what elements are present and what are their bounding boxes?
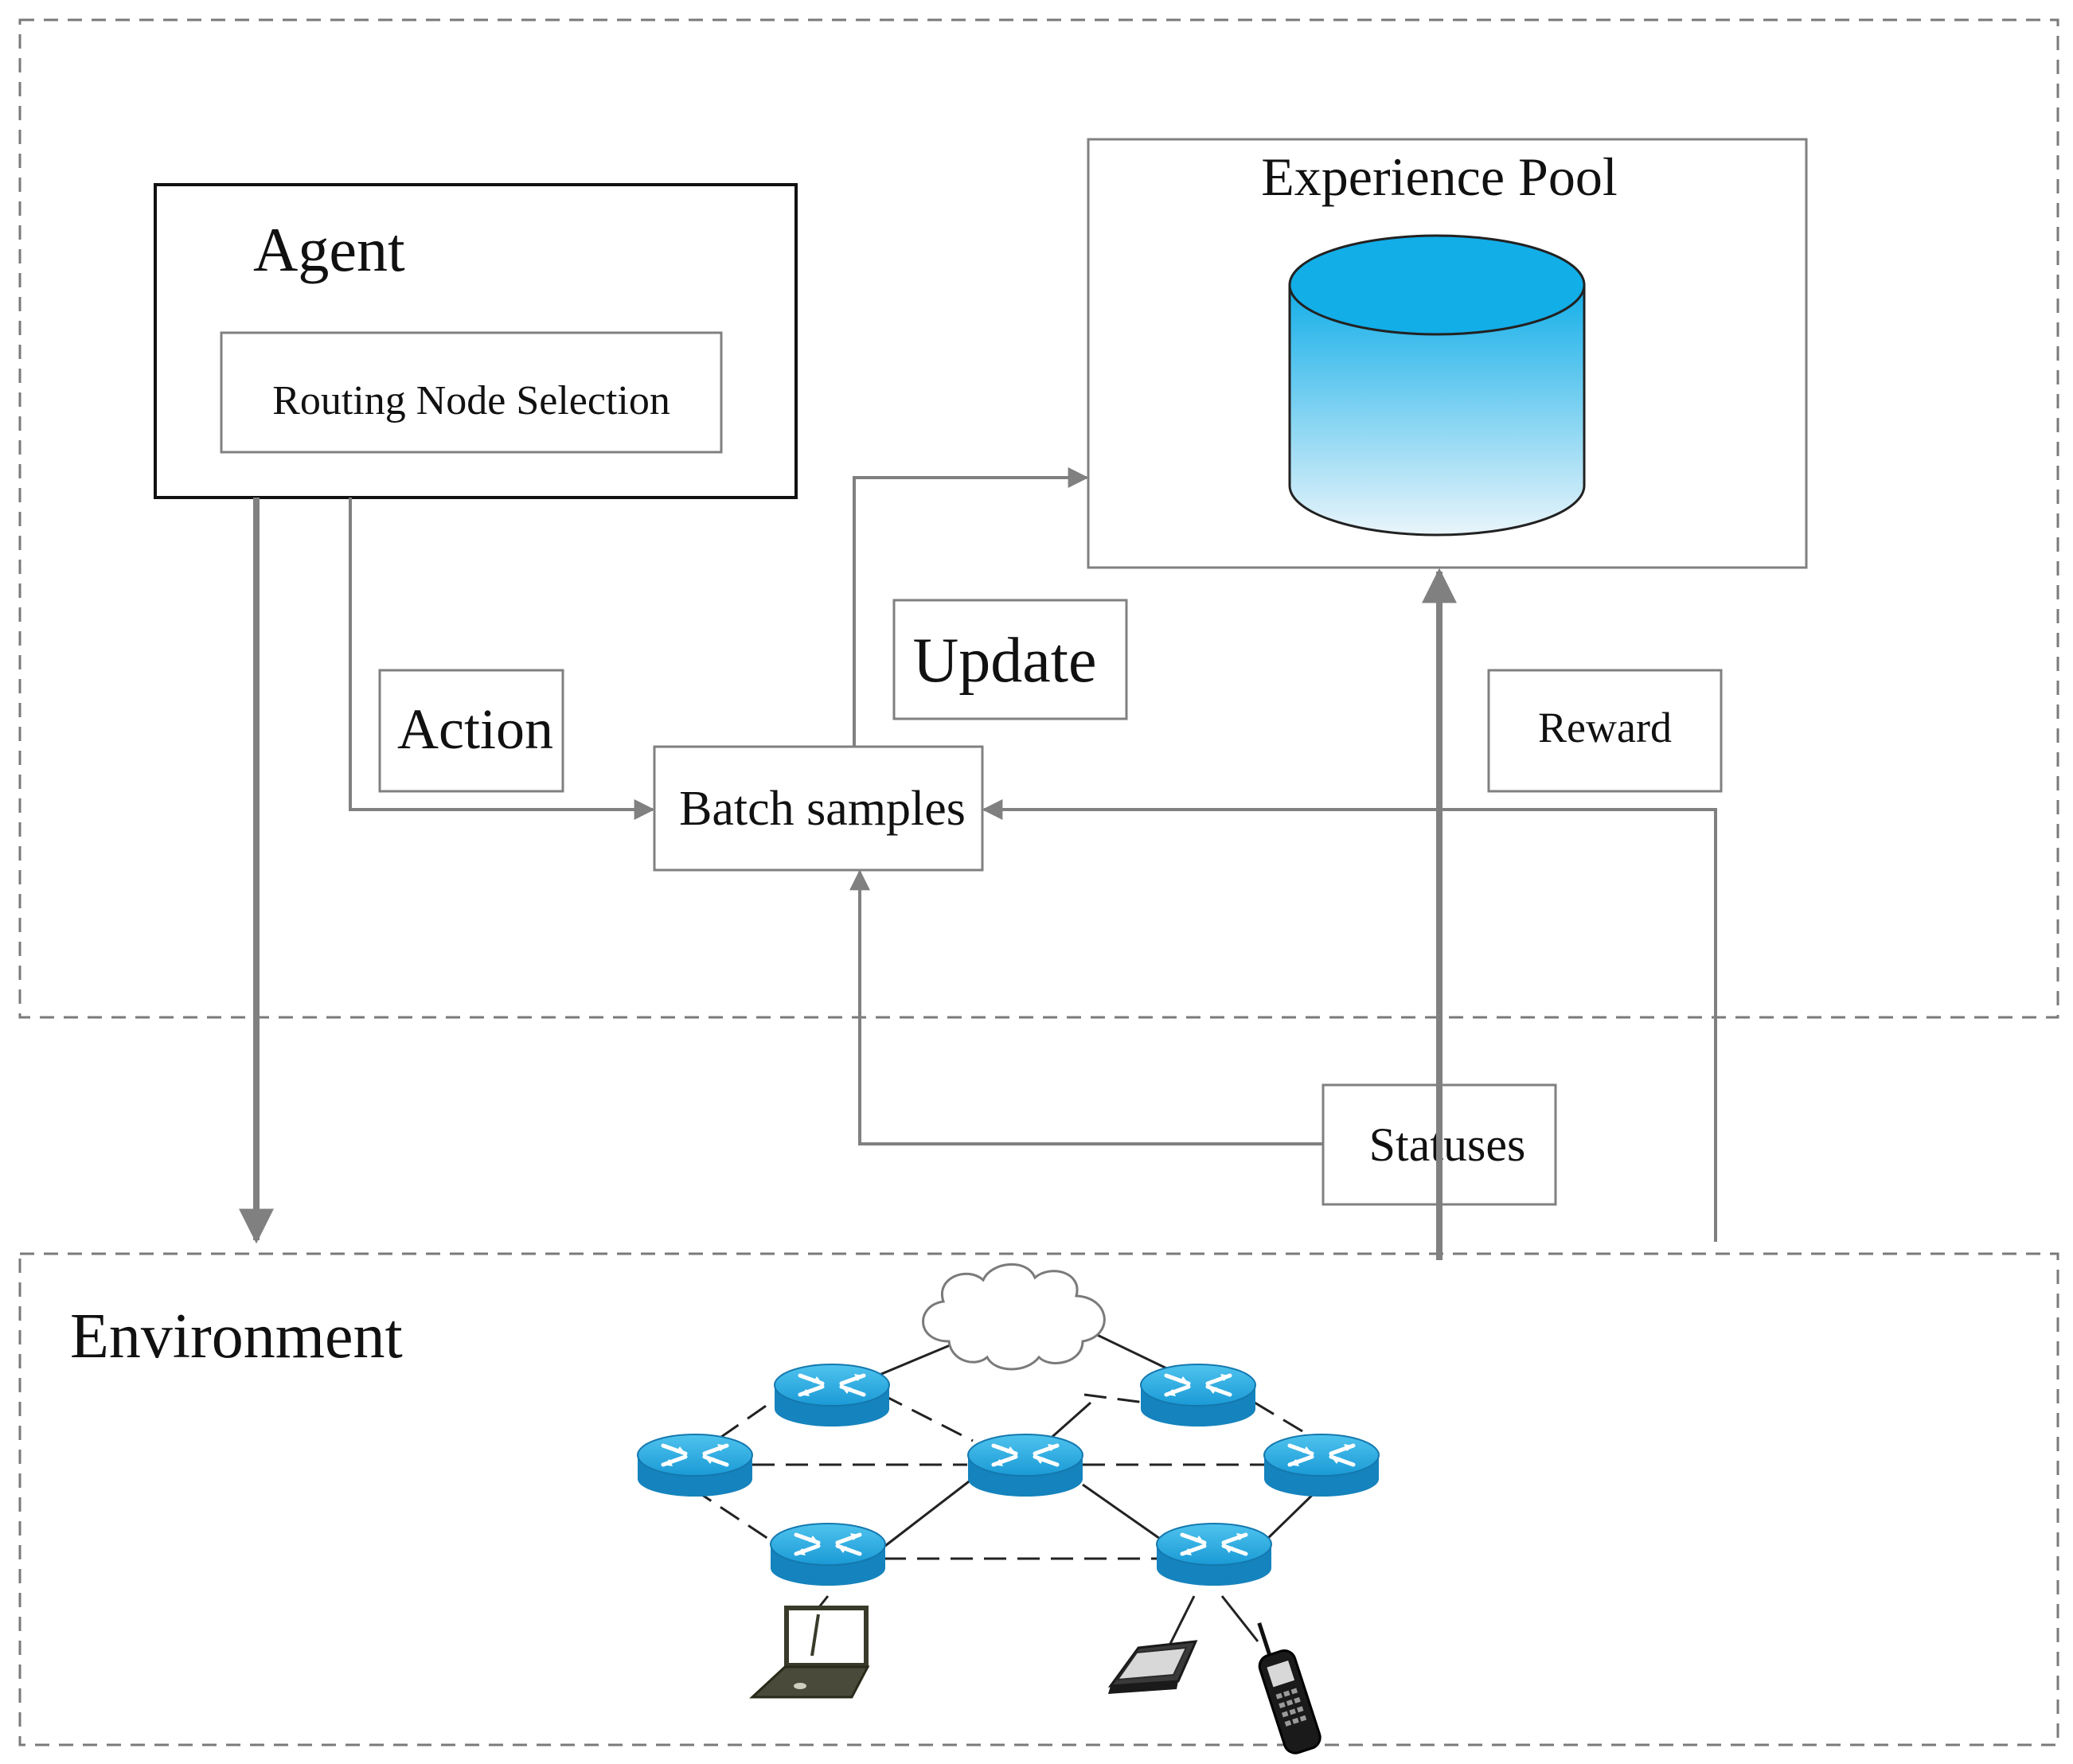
reward-label: Reward (1538, 704, 1672, 751)
statuses-to-batch-arrow (849, 869, 1323, 1145)
update-arrow (853, 467, 1089, 747)
router-icon (968, 1434, 1083, 1497)
environment-label: Environment (70, 1302, 403, 1372)
router-icon (1141, 1364, 1255, 1426)
router-icon (775, 1364, 889, 1426)
router-icon (1157, 1524, 1271, 1586)
router-icon (771, 1524, 885, 1586)
update-label: Update (912, 626, 1096, 696)
router-icon (1264, 1434, 1379, 1497)
batch-samples-label: Batch samples (679, 782, 966, 836)
routing-node-selection-label: Routing Node Selection (272, 378, 670, 423)
experience-pool-title: Experience Pool (1261, 146, 1618, 207)
router-icon (638, 1434, 752, 1497)
agent-region-border (18, 18, 2059, 1019)
cloud-icon (922, 1263, 1106, 1371)
update-box (892, 599, 1128, 720)
pda-icon (1107, 1640, 1198, 1694)
reward-box (1487, 669, 1723, 793)
agent-title: Agent (253, 215, 405, 284)
action-label: Action (397, 697, 553, 761)
cylinder-icon (1288, 234, 1586, 537)
routing-node-selection-box (220, 331, 723, 454)
network-topology (638, 1263, 1379, 1754)
phone-icon (1257, 1622, 1321, 1754)
statuses-label: Statuses (1369, 1118, 1526, 1171)
environment-region-border (18, 1252, 2059, 1746)
laptop-icon (749, 1606, 870, 1699)
reward-to-batch-arrow (982, 799, 1717, 1242)
action-box (378, 669, 564, 793)
action-to-batch-arrow (349, 498, 655, 820)
